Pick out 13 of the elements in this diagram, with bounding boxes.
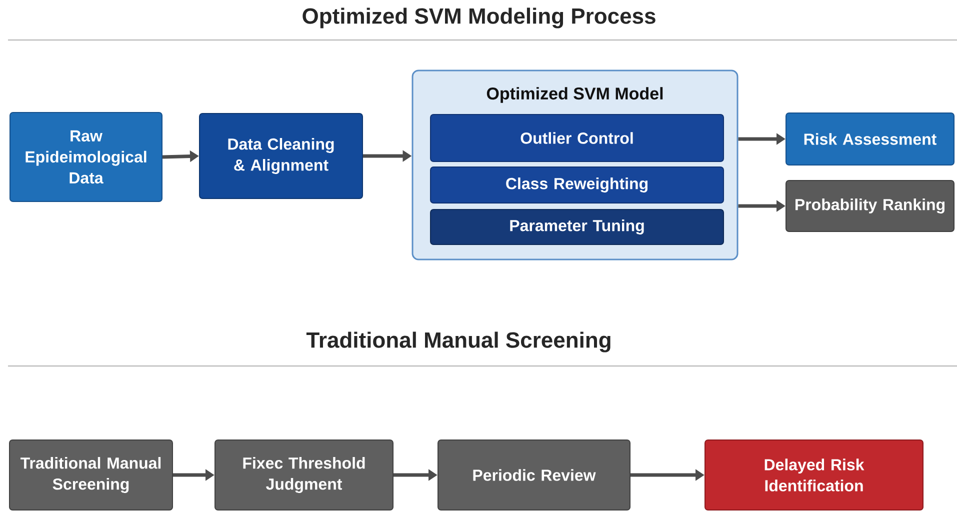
- process-box: Fixec Threshold Judgment: [214, 440, 394, 510]
- step-box: Class Reweighting: [430, 166, 724, 204]
- process-box: Raw Epideimological Data: [10, 112, 162, 202]
- process-box: Data Cleaning & Alignment: [199, 113, 363, 199]
- process-box: Traditional Manual Screening: [9, 440, 173, 510]
- output-box: Probability Ranking: [786, 180, 955, 232]
- section-heading: Traditional Manual Screening: [306, 332, 610, 352]
- step-box: Outlier Control: [430, 114, 724, 162]
- result-box: Delayed Risk Identification: [704, 440, 924, 510]
- title: Optimized SVM Modeling Process: [302, 8, 656, 28]
- step-box: Parameter Tuning: [430, 209, 724, 245]
- output-box: Risk Assessment: [786, 112, 955, 166]
- process-box: Periodic Review: [438, 440, 631, 510]
